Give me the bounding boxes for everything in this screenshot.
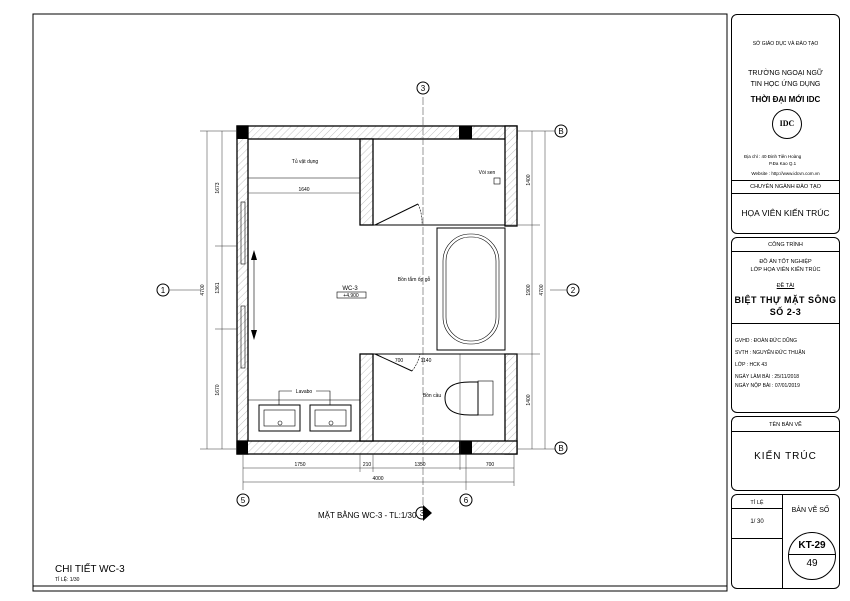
bathtub bbox=[436, 227, 506, 351]
grid-bubble-bottom-left: 5 bbox=[236, 493, 250, 507]
address-line1: Địa chỉ : 40 Đinh Tiên Hoàng bbox=[744, 154, 802, 159]
detail-title: CHI TIẾT WC-3 bbox=[55, 562, 125, 575]
project-label: CÔNG TRÌNH bbox=[768, 242, 803, 248]
dim-left-1: 1673 bbox=[215, 182, 221, 193]
sheet-label: BẢN VẼ SỐ bbox=[791, 507, 830, 514]
grid-bubble-right-bottom: B bbox=[554, 441, 568, 455]
topic-line1: BIỆT THỰ MẶT SÔNG bbox=[734, 295, 837, 305]
school-line2: TIN HỌC ỨNG DỤNG bbox=[750, 81, 821, 88]
class: LỚP : HCK 43 bbox=[735, 362, 767, 368]
major: HỌA VIÊN KIẾN TRÚC bbox=[741, 208, 830, 218]
scale-label: TỈ LỆ bbox=[750, 500, 764, 506]
svth: SVTH : NGUYỄN ĐỨC THUẬN bbox=[735, 350, 806, 356]
dim-bottom-3: 1350 bbox=[414, 462, 425, 468]
grid-bubble-top: 3 bbox=[416, 81, 430, 95]
walls bbox=[236, 125, 518, 455]
shower-label: Vòi sen bbox=[479, 170, 496, 176]
door-swing bbox=[374, 203, 423, 372]
school-block: SỞ GIÁO DỤC VÀ ĐÀO TẠO TRƯỜNG NGOẠI NGỮ … bbox=[731, 14, 840, 234]
svg-text:6: 6 bbox=[464, 496, 469, 505]
department: SỞ GIÁO DỤC VÀ ĐÀO TẠO bbox=[752, 41, 819, 47]
sheet-number: 49 bbox=[806, 558, 818, 569]
dim-bottom-2: 210 bbox=[363, 462, 372, 468]
svg-text:B: B bbox=[558, 127, 563, 136]
submit-date: NGÀY NỘP BÀI : 07/01/2019 bbox=[735, 383, 800, 389]
svg-text:1: 1 bbox=[161, 286, 166, 295]
website: Website : http://www.idcvn.com.vn bbox=[751, 171, 820, 176]
school-name: THỜI ĐẠI MỚI IDC bbox=[750, 95, 821, 104]
topic-label: ĐỀ TÀI bbox=[776, 283, 795, 289]
wardrobe-dimension: 1640 bbox=[298, 187, 309, 193]
lavabo bbox=[248, 390, 360, 432]
door-dimension: 700 bbox=[395, 358, 404, 364]
column bbox=[459, 441, 472, 454]
grid-bubble-right: 2 bbox=[550, 283, 580, 297]
svg-text:3: 3 bbox=[420, 509, 425, 518]
svg-text:2: 2 bbox=[571, 286, 576, 295]
topic-line2: SỐ 2-3 bbox=[769, 307, 802, 317]
section-marker: 3 bbox=[415, 505, 432, 521]
plan-title: MẶT BẰNG WC-3 - TL:1/30 bbox=[318, 511, 417, 520]
svg-text:B: B bbox=[558, 444, 563, 453]
toilet-room-dimension: 1140 bbox=[421, 358, 432, 364]
column bbox=[237, 126, 248, 139]
address-line2: P.Đa Kao Q.1 bbox=[769, 161, 797, 166]
lavabo-label: Lavabo bbox=[296, 389, 313, 395]
bathtub-label: Bồn tắm ốp gỗ bbox=[398, 276, 431, 283]
school-line1: TRƯỜNG NGOẠI NGỮ bbox=[748, 70, 823, 77]
major-label: CHUYÊN NGÀNH ĐÀO TẠO bbox=[750, 184, 821, 190]
dim-bottom-1: 1750 bbox=[294, 462, 305, 468]
dim-left-total: 4700 bbox=[200, 284, 206, 295]
drawing-name-block: TÊN BẢN VẼ KIẾN TRÚC bbox=[731, 416, 840, 491]
start-date: NGÀY LÀM BÀI : 25/11/2018 bbox=[735, 374, 800, 380]
toilet-label: Bồn cầu bbox=[423, 393, 442, 399]
drawing-name-label: TÊN BẢN VẼ bbox=[769, 422, 802, 428]
dim-left-3: 1670 bbox=[215, 384, 221, 395]
dim-right-total: 4700 bbox=[539, 284, 545, 295]
dim-bottom-total: 4000 bbox=[372, 476, 383, 482]
sheet-circle: KT-29 49 bbox=[788, 532, 836, 580]
sheet-block: TỈ LỆ 1/ 30 BẢN VẼ SỐ KT-29 49 bbox=[731, 494, 840, 589]
project-block: CÔNG TRÌNH ĐỒ ÁN TỐT NGHIỆP LỚP HỌA VIÊN… bbox=[731, 237, 840, 413]
level-box bbox=[336, 291, 367, 299]
room-level: +4.900 bbox=[343, 293, 359, 299]
dim-right-3: 1400 bbox=[526, 394, 532, 405]
window bbox=[240, 201, 257, 369]
grid-bubble-right-top: B bbox=[554, 124, 568, 138]
sheet-frame bbox=[32, 13, 728, 592]
detail-scale: TỈ LỆ: 1/30 bbox=[55, 575, 80, 583]
scale-value: 1/ 30 bbox=[750, 519, 764, 525]
sheet-code: KT-29 bbox=[798, 540, 826, 551]
column bbox=[459, 126, 472, 139]
toilet bbox=[444, 354, 494, 470]
column bbox=[237, 441, 248, 454]
shower-icon bbox=[493, 177, 501, 185]
wardrobe-label: Tủ vật dụng bbox=[292, 158, 319, 165]
drawing-name: KIẾN TRÚC bbox=[754, 451, 817, 462]
grid-bubble-left: 1 bbox=[156, 283, 200, 297]
dimension-lines bbox=[200, 97, 555, 510]
dim-right-1: 1400 bbox=[526, 174, 532, 185]
svg-text:3: 3 bbox=[421, 84, 426, 93]
dim-left-2: 1361 bbox=[215, 282, 221, 293]
project-line2: LỚP HỌA VIÊN KIẾN TRÚC bbox=[750, 267, 821, 273]
gvhd: GVHD : ĐOÀN ĐỨC DŨNG bbox=[735, 338, 798, 344]
idc-logo: IDC bbox=[772, 109, 802, 139]
room-name: WC-3 bbox=[342, 286, 358, 292]
svg-text:5: 5 bbox=[241, 496, 246, 505]
project-line1: ĐỒ ÁN TỐT NGHIỆP bbox=[759, 259, 812, 265]
grid-bubble-bottom-right: 6 bbox=[459, 493, 473, 507]
wardrobe bbox=[248, 177, 360, 194]
dim-right-2: 1900 bbox=[526, 284, 532, 295]
dim-bottom-4: 700 bbox=[486, 462, 495, 468]
